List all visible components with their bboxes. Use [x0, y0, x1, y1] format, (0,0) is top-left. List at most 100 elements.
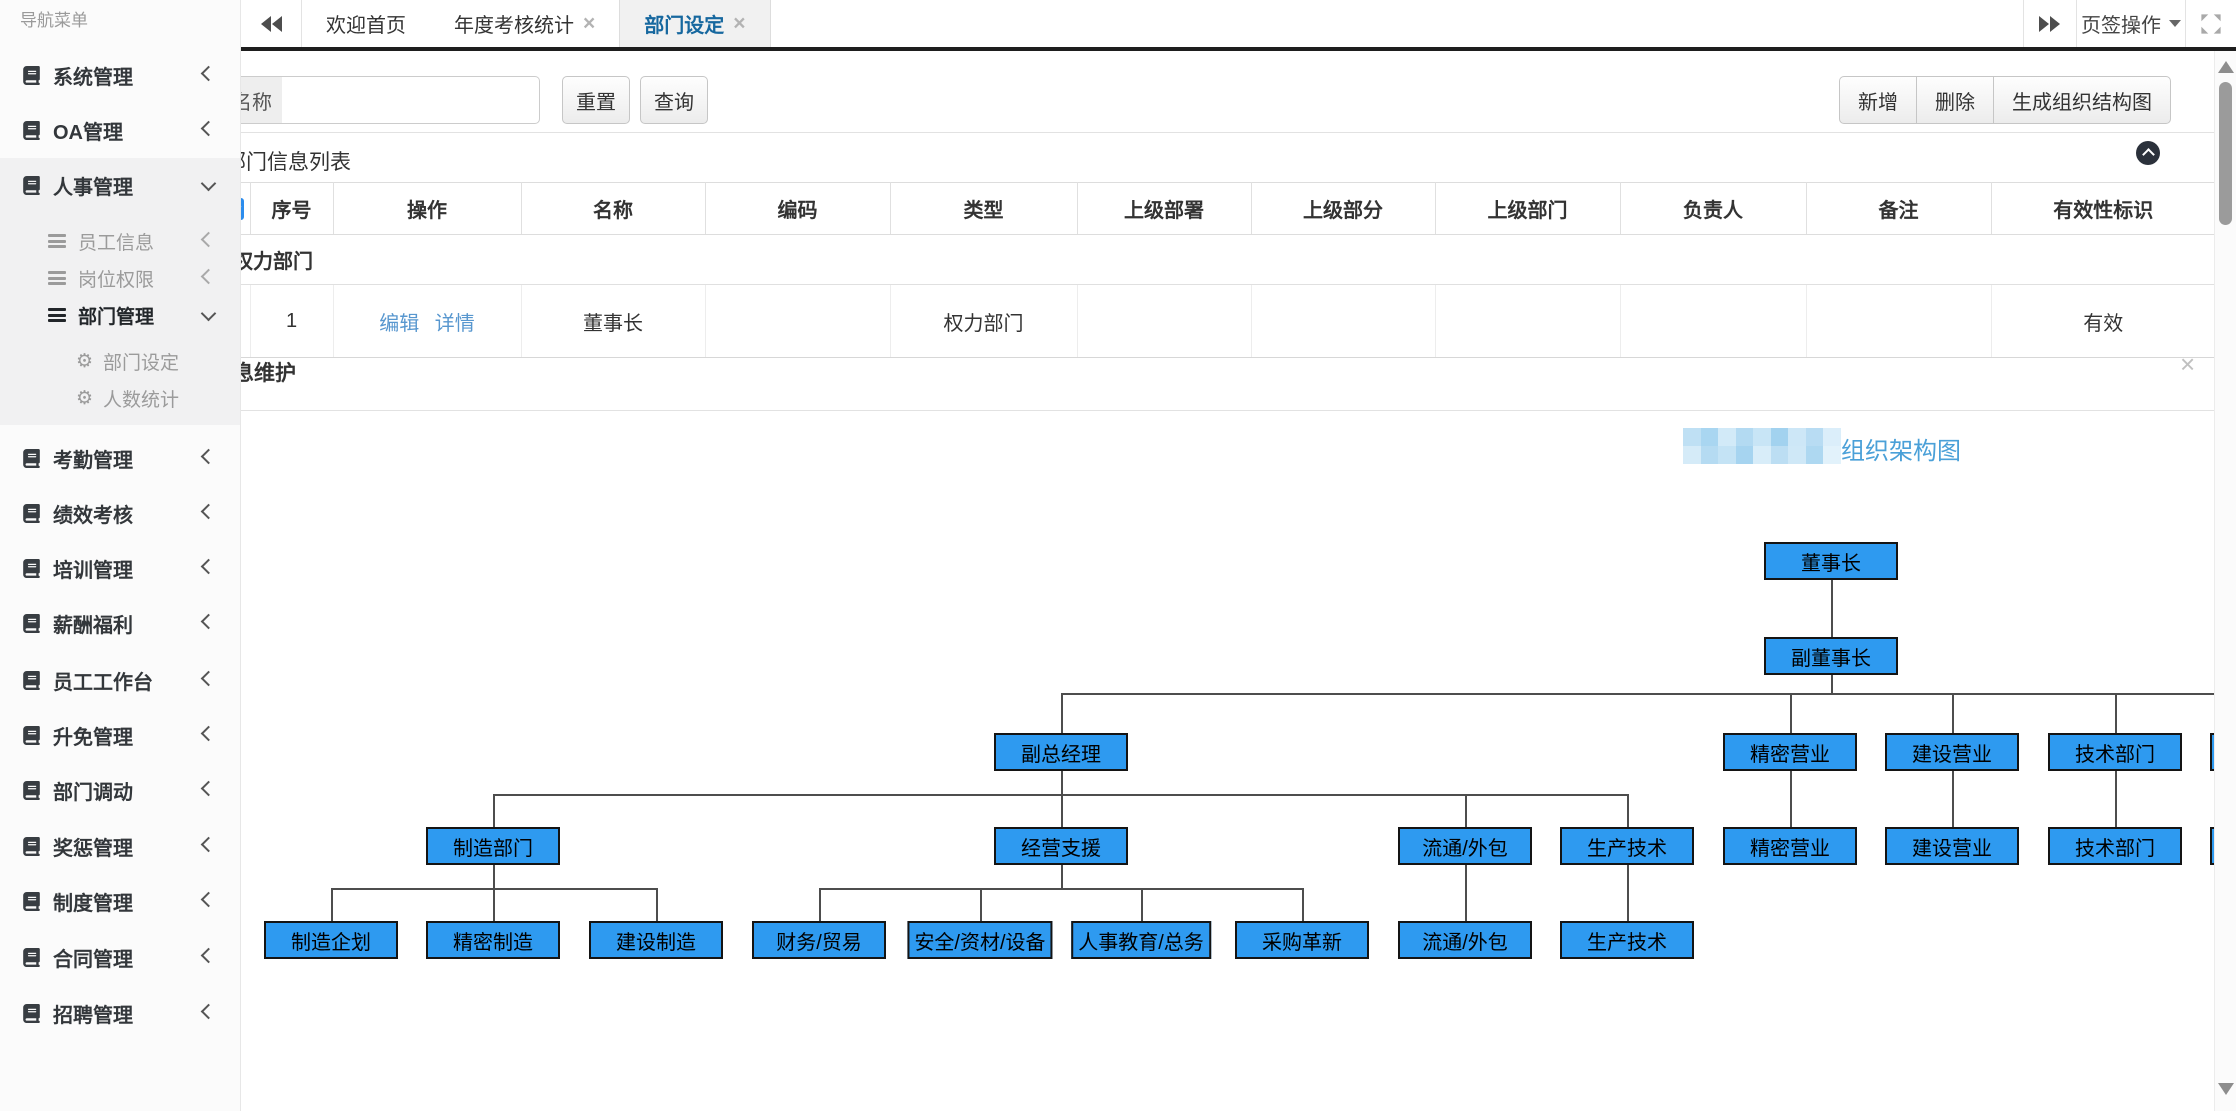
- chevron-left-icon: [200, 448, 217, 465]
- org-node: 安全/资材/设备: [907, 921, 1053, 959]
- cell-sup2: [1251, 284, 1436, 358]
- book-icon: [23, 780, 40, 800]
- reset-button[interactable]: 重置: [562, 76, 630, 124]
- chevron-left-icon: [200, 891, 217, 908]
- org-connector-line: [1061, 865, 1063, 888]
- book-icon: [23, 670, 40, 690]
- scroll-tabs-right-button[interactable]: [2023, 0, 2076, 47]
- sidebar-item-hr[interactable]: 人事管理: [0, 166, 240, 204]
- panel-collapse-button[interactable]: [2136, 141, 2160, 165]
- org-node: 采购革新: [1235, 921, 1369, 959]
- col-header: 有效性标识: [1991, 182, 2215, 235]
- sidebar-item-department-mgmt[interactable]: 部门管理: [0, 296, 240, 334]
- sidebar-item-oa[interactable]: OA管理: [0, 111, 240, 149]
- close-tab-icon[interactable]: ×: [583, 12, 596, 35]
- chevron-left-icon: [200, 231, 217, 248]
- search-input[interactable]: [282, 76, 540, 124]
- org-connector-line: [1302, 888, 1304, 921]
- delete-button[interactable]: 删除: [1916, 76, 1994, 124]
- cell-sup3: [1435, 284, 1621, 358]
- expanded-section-bg: [0, 158, 240, 425]
- org-node: 副董事长: [1764, 637, 1898, 675]
- book-icon: [23, 891, 40, 911]
- tab-operations-dropdown[interactable]: 页签操作: [2076, 0, 2185, 47]
- sidebar-item-rules[interactable]: 制度管理: [0, 882, 240, 920]
- chevron-left-icon: [200, 1003, 217, 1020]
- org-connector-line: [1061, 693, 2215, 695]
- sidebar-item-salary[interactable]: 薪酬福利: [0, 604, 240, 642]
- fullscreen-button[interactable]: [2185, 0, 2236, 47]
- cell-remark: [1806, 284, 1992, 358]
- chevron-left-icon: [200, 670, 217, 687]
- org-connector-line: [1952, 693, 1954, 733]
- tab-home[interactable]: 欢迎首页: [326, 15, 406, 37]
- sidebar-item-training[interactable]: 培训管理: [0, 549, 240, 587]
- sidebar-item-headcount-stats[interactable]: ⚙ 人数统计: [76, 387, 180, 411]
- org-connector-line: [1831, 675, 1833, 693]
- org-connector-line: [819, 888, 821, 921]
- chevron-left-icon: [200, 503, 217, 520]
- close-tab-icon[interactable]: ×: [733, 12, 746, 35]
- panel-title: 部门信息列表: [225, 151, 351, 174]
- generate-orgchart-button[interactable]: 生成组织结构图: [1993, 76, 2171, 124]
- sidebar-item-contract[interactable]: 合同管理: [0, 938, 240, 976]
- vertical-scrollbar[interactable]: [2214, 51, 2236, 1111]
- sidebar-item-reward-punish[interactable]: 奖惩管理: [0, 827, 240, 865]
- col-header: 负责人: [1620, 182, 1807, 235]
- org-node: 制造部门: [426, 827, 560, 865]
- sidebar-item-employee-info[interactable]: 员工信息: [0, 222, 240, 260]
- table-row[interactable]: 1 编辑 详情 董事长 权力部门 有效: [225, 284, 2215, 358]
- tab-department-setting[interactable]: 部门设定 ×: [619, 0, 771, 47]
- sidebar-item-system[interactable]: 系统管理: [0, 56, 240, 94]
- org-connector-line: [1627, 794, 1629, 827]
- org-connector-line: [1061, 771, 1063, 794]
- org-connector-line: [980, 888, 982, 921]
- cell-valid: 有效: [1991, 284, 2215, 358]
- sidebar-item-workbench[interactable]: 员工工作台: [0, 661, 240, 699]
- sidebar-item-post-permission[interactable]: 岗位权限: [0, 259, 240, 297]
- col-header: 备注: [1806, 182, 1992, 235]
- table-group-row: 权力部门: [225, 234, 2215, 285]
- tabbar-bottom-border: [240, 47, 2236, 51]
- chevron-left-icon: [200, 780, 217, 797]
- chevron-left-icon: [200, 120, 217, 137]
- cell-owner: [1620, 284, 1807, 358]
- department-table: 序号 操作 名称 编码 类型 上级部署 上级部分 上级部门 负责人 备注 有效性…: [225, 182, 2215, 358]
- org-node: 技术部门: [2048, 733, 2182, 771]
- col-header: 上级部门: [1435, 182, 1621, 235]
- org-connector-line: [1831, 580, 1833, 637]
- scroll-tabs-left-button[interactable]: [240, 0, 302, 47]
- org-connector-line: [1952, 771, 1954, 827]
- add-button[interactable]: 新增: [1839, 76, 1917, 124]
- chevron-down-icon: [200, 305, 217, 322]
- sidebar-item-attendance[interactable]: 考勤管理: [0, 439, 240, 477]
- org-connector-line: [1141, 888, 1143, 921]
- scrollbar-thumb[interactable]: [2219, 82, 2232, 225]
- scroll-up-arrow[interactable]: [2218, 61, 2234, 73]
- book-icon: [23, 448, 40, 468]
- query-button[interactable]: 查询: [640, 76, 708, 124]
- chevron-left-icon: [200, 558, 217, 575]
- sidebar-item-performance[interactable]: 绩效考核: [0, 494, 240, 532]
- maintain-divider: [225, 410, 2215, 411]
- sidebar-header: 导航菜单: [20, 11, 88, 30]
- book-icon: [23, 725, 40, 745]
- tab-annual-assessment[interactable]: 年度考核统计 ×: [454, 12, 596, 37]
- sidebar-item-recruitment[interactable]: 招聘管理: [0, 994, 240, 1032]
- org-connector-line: [1061, 794, 1063, 827]
- sidebar-item-department-setting[interactable]: ⚙ 部门设定: [76, 350, 180, 374]
- sidebar-item-promotion[interactable]: 升免管理: [0, 716, 240, 754]
- col-header: 编码: [705, 182, 891, 235]
- close-icon[interactable]: ×: [2180, 349, 2196, 379]
- org-connector-line: [819, 888, 1302, 890]
- org-node: 生产技术: [1560, 921, 1694, 959]
- sidebar-item-transfer[interactable]: 部门调动: [0, 771, 240, 809]
- scroll-down-arrow[interactable]: [2218, 1083, 2234, 1095]
- edit-link[interactable]: 编辑: [379, 312, 420, 335]
- book-icon: [23, 65, 40, 85]
- detail-link[interactable]: 详情: [434, 312, 475, 335]
- cogs-icon: ⚙: [76, 387, 94, 409]
- toolbar-divider: [225, 132, 2215, 133]
- col-header: 类型: [890, 182, 1078, 235]
